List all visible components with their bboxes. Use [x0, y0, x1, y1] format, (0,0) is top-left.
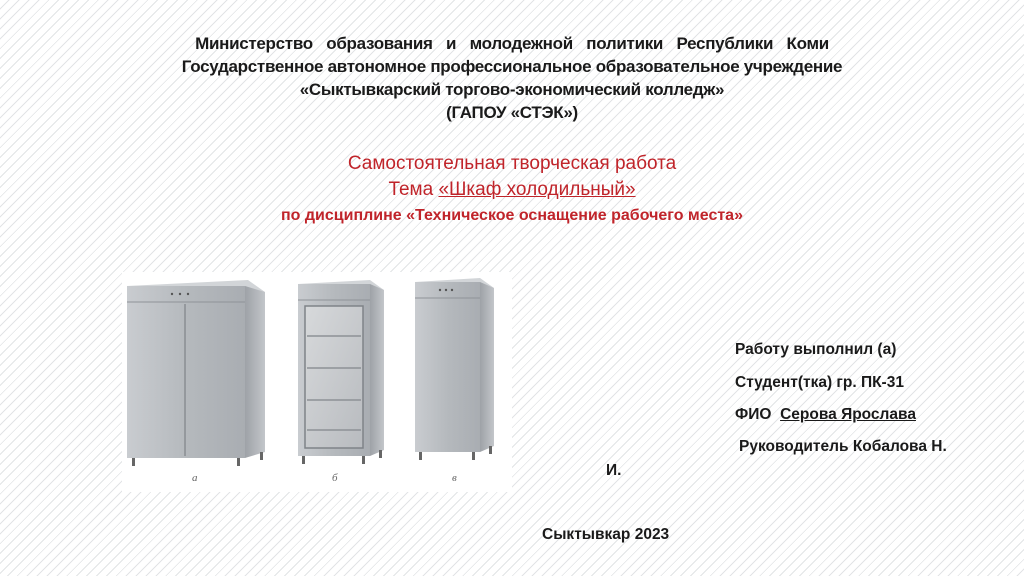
work-topic: Тема «Шкаф холодильный» [0, 179, 1024, 201]
caption-b: б [332, 472, 338, 484]
institution-line: Государственное автономное профессиональ… [181, 57, 843, 76]
topic-title: «Шкаф холодильный» [438, 179, 636, 200]
supervisor-initial: И. [606, 462, 622, 479]
done-by-label: Работу выполнил (а) [735, 341, 897, 358]
city-year: Сыктывкар 2023 [542, 526, 670, 543]
work-type: Самостоятельная творческая работа [347, 153, 677, 174]
fio-name: Серова Ярослава [780, 406, 916, 423]
topic-prefix: Тема [388, 179, 439, 200]
college-abbr: (ГАПОУ «СТЭК») [446, 103, 578, 122]
fio-line: ФИО Серова Ярослава [735, 406, 916, 424]
refrigerator-photo: а б в [122, 272, 512, 492]
refrigerator-illustration [127, 278, 494, 466]
caption-v: в [452, 472, 457, 484]
cabinet-double-door [127, 280, 265, 466]
caption-a: а [192, 472, 198, 484]
supervisor-line: Руководитель Кобалова Н. [739, 438, 947, 455]
college-line: «Сыктывкарский торгово-экономический кол… [299, 80, 725, 99]
cabinet-glass-door [298, 280, 384, 464]
ministry-line: Министерство образования и молодежной по… [195, 34, 829, 53]
fio-label: ФИО [735, 406, 772, 423]
cabinet-single-door [415, 278, 494, 460]
student-group: Студент(тка) гр. ПК-31 [735, 374, 904, 391]
discipline-line: по дисциплине «Техническое оснащение раб… [281, 207, 743, 224]
